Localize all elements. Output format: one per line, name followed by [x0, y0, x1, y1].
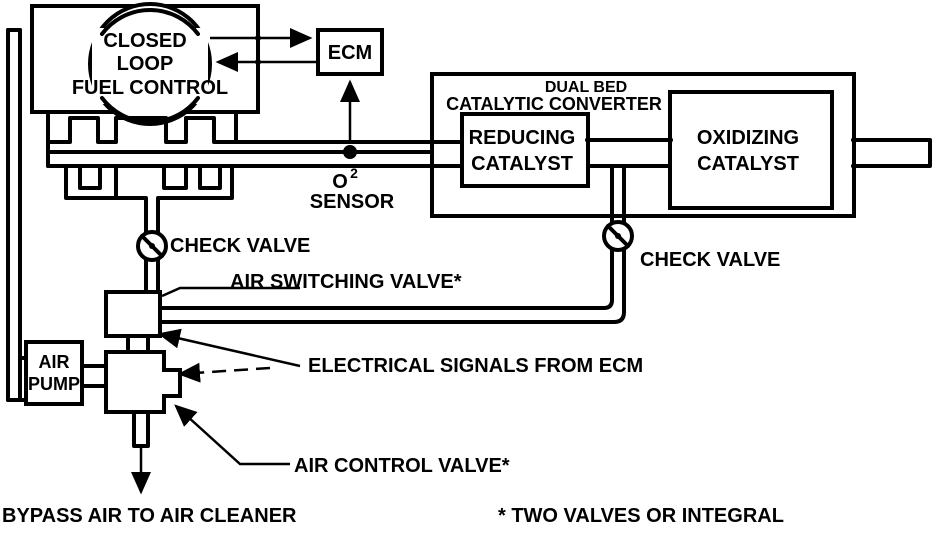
sensor-label-o: O: [332, 171, 348, 193]
air-pump: [6, 340, 108, 406]
engine-label-line3: FUEL CONTROL: [72, 77, 228, 99]
air-manifold: [64, 164, 148, 222]
air-pump-label-line1: AIR: [39, 352, 70, 372]
air-supply-pipe: [6, 28, 22, 402]
converter-title-line1: DUAL BED: [545, 79, 627, 96]
converter-return-pipe-outer: [158, 248, 626, 324]
converter-air-pipe: [610, 164, 626, 224]
air-port-1: [78, 164, 102, 190]
engine-block: [30, 2, 260, 144]
air-port-4: [198, 164, 222, 190]
check-valve-left-label: CHECK VALVE: [170, 235, 310, 257]
air-switching-valve-leader: [161, 286, 300, 298]
converter-title-line2: CATALYTIC CONVERTER: [446, 94, 662, 114]
footnote: * TWO VALVES OR INTEGRAL: [498, 505, 784, 527]
ecm-label: ECM: [328, 42, 372, 64]
air-switching-valve: [104, 290, 162, 338]
ecm-box: [316, 28, 384, 76]
air-manifold-right: [156, 164, 234, 222]
engine-label-line2: LOOP: [117, 53, 174, 75]
oxidizing-label-line2: CATALYST: [697, 153, 799, 175]
reducing-label-line2: CATALYST: [471, 153, 573, 175]
check-valve-right-label: CHECK VALVE: [640, 249, 780, 271]
air-control-valve-label: AIR CONTROL VALVE*: [294, 455, 510, 477]
check-valve-right-icon: [602, 220, 634, 252]
o2-sensor: [343, 145, 357, 159]
sensor-label-superscript: 2: [350, 165, 358, 181]
air-switching-valve-label: AIR SWITCHING VALVE*: [230, 271, 462, 293]
air-control-valve-leader: [174, 404, 290, 466]
catalytic-converter: [429, 72, 932, 218]
air-port-3: [162, 164, 188, 190]
air-pump-label-line2: PUMP: [28, 374, 80, 394]
bypass-outlet: [131, 410, 151, 495]
oxidizing-label-line1: OXIDIZING: [697, 127, 799, 149]
converter-return-pipe: [158, 248, 614, 310]
check-valve-left-icon: [136, 230, 168, 262]
sensor-label: SENSOR: [310, 191, 395, 213]
electrical-signals-label: ELECTRICAL SIGNALS FROM ECM: [308, 355, 643, 377]
engine-label-line1: CLOSED: [103, 30, 186, 52]
air-control-valve: [104, 350, 182, 414]
ecm-signal-lines: [210, 28, 360, 142]
bypass-label: BYPASS AIR TO AIR CLEANER: [2, 505, 297, 527]
electrical-signal-leaders: [157, 328, 301, 383]
reducing-label-line1: REDUCING: [469, 127, 576, 149]
exhaust-pipe: [46, 140, 462, 168]
